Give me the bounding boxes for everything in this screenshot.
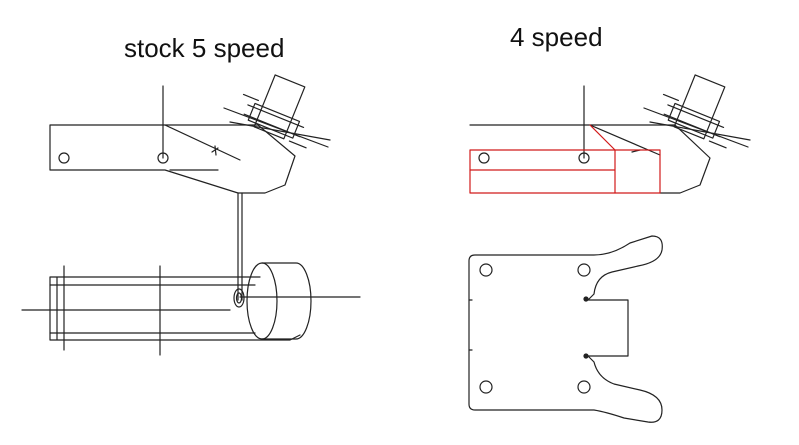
stock-bracket-edge [164,124,241,161]
stock-cylinder-face [246,262,278,340]
four-hole-left [478,152,490,164]
stock-top-view [21,262,361,356]
stock-5-speed-label: stock 5 speed [124,33,285,63]
four-tube-axis [643,107,751,148]
stock-top-inner [49,284,256,334]
four-speed-red-overlay [469,124,661,194]
stock-link-rod [237,192,243,301]
stock-tube-axis [223,107,331,148]
four-main-bar [469,124,711,194]
four-plate-hole-tl [479,263,493,277]
four-speed-plate [468,235,663,423]
four-plate-pin-top [583,296,589,302]
stock-main-bar [49,124,296,194]
four-shift-tube [662,74,727,149]
four-plate-hole-bl [479,380,493,394]
four-plate-hole-tr [577,263,591,277]
stock-cylinder [261,262,312,340]
4-speed-label: 4 speed [510,22,603,52]
four-plate-hole-br [577,380,591,394]
stock-top-bar [49,276,301,341]
four-speed-side-view [469,74,751,194]
stock-shift-tube [242,74,307,149]
stock-hole-left [58,152,70,164]
stock-bolt [233,288,245,308]
four-red-curve [589,124,616,151]
four-plate-outline [468,235,663,423]
four-plate-edge-mark [468,299,473,351]
stock-top-centerline [21,296,361,311]
stock-bolt-inner [235,292,243,304]
stock-angle-tick [211,145,219,156]
stock-side-view [49,74,331,301]
four-red-divider [469,149,616,194]
four-plate-pin-bottom [583,353,589,359]
four-red-outline [469,149,661,194]
